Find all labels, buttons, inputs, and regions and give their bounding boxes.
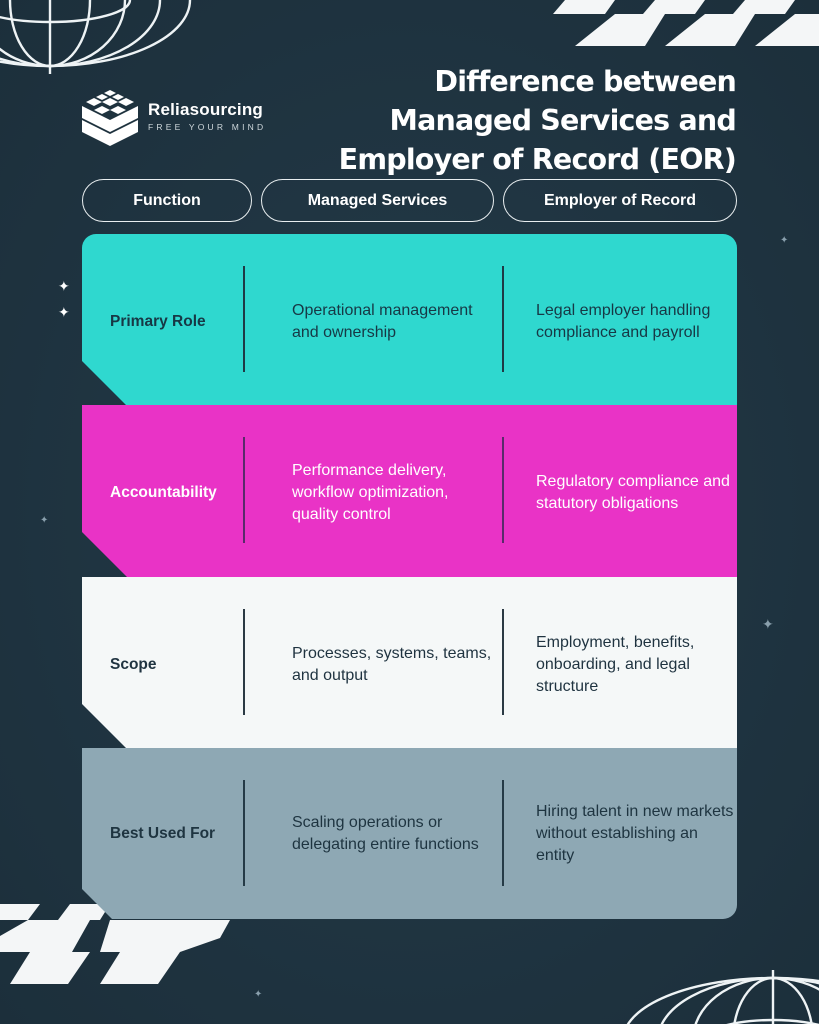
- table-row-best-used-for: Best Used For Scaling operations or dele…: [82, 748, 737, 919]
- table-row-primary-role: Primary Role Operational management and …: [82, 234, 737, 409]
- column-divider: [502, 266, 504, 372]
- title-line-1: Difference between: [434, 65, 736, 98]
- checkered-pattern-decoration: [0, 904, 230, 984]
- sparkle-icon: ✦: [58, 305, 70, 321]
- globe-decoration-icon: [626, 970, 819, 1024]
- column-divider: [243, 266, 245, 372]
- column-divider: [243, 609, 245, 715]
- checkered-pattern-decoration: [553, 0, 819, 46]
- column-divider: [243, 437, 245, 543]
- globe-decoration-icon: [0, 0, 192, 74]
- row-label: Primary Role: [110, 312, 206, 330]
- row-label: Accountability: [110, 483, 217, 501]
- header-function: Function: [82, 179, 252, 222]
- column-divider: [502, 780, 504, 886]
- cell-employer-of-record: Employment, benefits, onboarding, and le…: [536, 633, 695, 695]
- brand-name: Reliasourcing: [148, 100, 264, 119]
- sparkle-icon: ✦: [40, 515, 49, 526]
- column-divider: [243, 780, 245, 886]
- cell-managed-services: Operational management and ownership: [292, 301, 473, 341]
- column-divider: [502, 437, 504, 543]
- cell-managed-services: Scaling operations or delegating entire …: [292, 813, 479, 853]
- cell-employer-of-record: Legal employer handling compliance and p…: [536, 301, 711, 341]
- sparkle-icon: ✦: [762, 617, 774, 633]
- header-managed-services: Managed Services: [261, 179, 494, 222]
- row-label: Best Used For: [110, 824, 216, 842]
- table-row-accountability: Accountability Performance delivery, wor…: [82, 405, 737, 580]
- column-divider: [502, 609, 504, 715]
- header-employer-of-record: Employer of Record: [503, 179, 737, 222]
- row-label: Scope: [110, 655, 157, 673]
- stacked-cubes-logo-icon: [82, 90, 138, 146]
- sparkle-icon: ✦: [254, 989, 263, 1000]
- sparkle-icon: ✦: [58, 279, 70, 295]
- title-line-2: Managed Services and: [389, 104, 737, 137]
- table-header: Function Managed Services Employer of Re…: [82, 179, 737, 222]
- cell-managed-services: Performance delivery, workflow optimizat…: [292, 461, 449, 523]
- title-line-3: Employer of Record (EOR): [338, 143, 737, 176]
- brand-tagline: FREE YOUR MIND: [148, 122, 267, 132]
- page-title: Difference between Managed Services and …: [338, 62, 737, 179]
- sparkle-icon: ✦: [780, 235, 789, 246]
- brand-logo: Reliasourcing FREE YOUR MIND: [80, 84, 266, 148]
- cell-managed-services: Processes, systems, teams, and output: [292, 644, 492, 684]
- cell-employer-of-record: Regulatory compliance and statutory obli…: [536, 472, 730, 512]
- cell-employer-of-record: Hiring talent in new markets without est…: [536, 802, 734, 864]
- table-row-scope: Scope Processes, systems, teams, and out…: [82, 577, 737, 752]
